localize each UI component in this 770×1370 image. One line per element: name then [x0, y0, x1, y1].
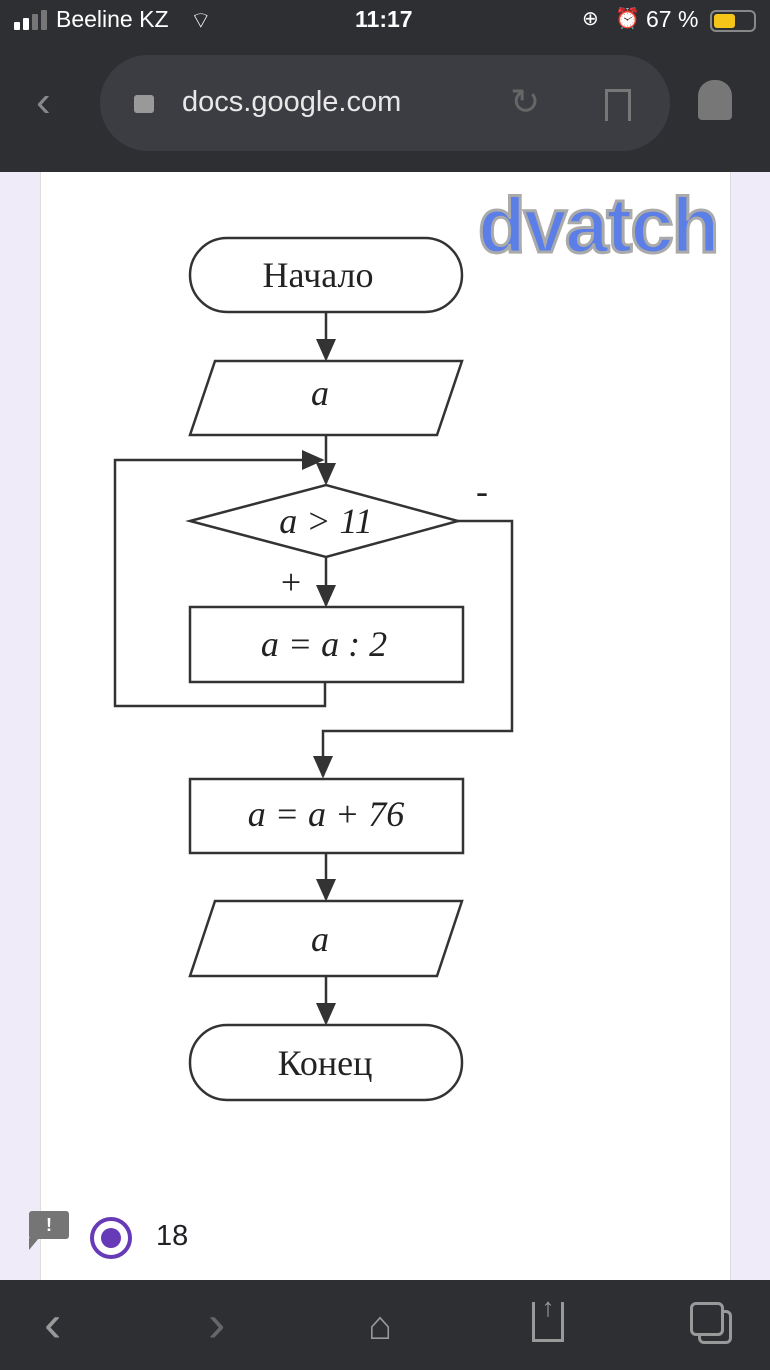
microphone-icon[interactable] — [698, 80, 732, 120]
input-parallelogram — [188, 359, 464, 437]
end-label: Конец — [278, 1043, 373, 1083]
rotation-lock-icon: ⊕ — [582, 8, 599, 30]
share-icon[interactable]: ↑ — [532, 1294, 564, 1342]
flowchart: Начало a a > 11 + - a = a : 2 a = a + 76… — [113, 236, 514, 1102]
browser-top-bar: Beeline KZ ⌔ 11:17 ⊕ ⏰ 67 % ‹ docs.googl… — [0, 0, 770, 172]
input-label: a — [311, 373, 329, 413]
condition-label: a > 11 — [279, 501, 373, 541]
feedback-icon[interactable]: ! — [29, 1211, 69, 1239]
lock-icon — [134, 95, 154, 113]
no-label: - — [476, 471, 488, 511]
forward-nav-button[interactable]: › — [208, 1295, 226, 1353]
answer-value[interactable]: 18 — [156, 1220, 189, 1252]
process-label: a = a + 76 — [248, 794, 405, 834]
tabs-icon[interactable] — [690, 1302, 724, 1336]
answer-radio[interactable] — [90, 1217, 132, 1259]
back-nav-button[interactable]: ‹ — [44, 1295, 62, 1353]
carrier: Beeline KZ — [56, 6, 169, 32]
loop-back-line — [113, 450, 327, 708]
address-bar[interactable]: docs.google.com ↻ — [100, 55, 670, 151]
url-text: docs.google.com — [182, 86, 402, 118]
output-parallelogram — [188, 899, 464, 978]
feedback-icon-tail — [29, 1238, 39, 1250]
wifi-icon: ⌔ — [190, 7, 212, 33]
no-branch-line — [313, 519, 514, 779]
output-label: a — [311, 919, 329, 959]
home-icon[interactable]: ⌂ — [368, 1304, 393, 1348]
start-label: Начало — [263, 255, 374, 295]
browser-bottom-bar: ‹ › ⌂ ↑ — [0, 1280, 770, 1370]
bookmark-icon[interactable] — [605, 89, 631, 121]
signal-icon — [14, 10, 48, 30]
end-terminator — [188, 1023, 464, 1102]
reload-icon[interactable]: ↻ — [510, 81, 541, 122]
loop-body-label: a = a : 2 — [261, 624, 387, 664]
loop-body-box — [188, 605, 465, 684]
clock: 11:17 — [355, 6, 413, 32]
battery-icon — [710, 10, 756, 32]
yes-label: + — [281, 562, 301, 602]
watermark-logo: dvatch — [476, 180, 720, 271]
alarm-icon: ⏰ — [615, 8, 640, 30]
battery-percent: 67 % — [646, 6, 699, 32]
back-button[interactable]: ‹ — [36, 77, 51, 126]
question-card — [40, 172, 731, 1280]
